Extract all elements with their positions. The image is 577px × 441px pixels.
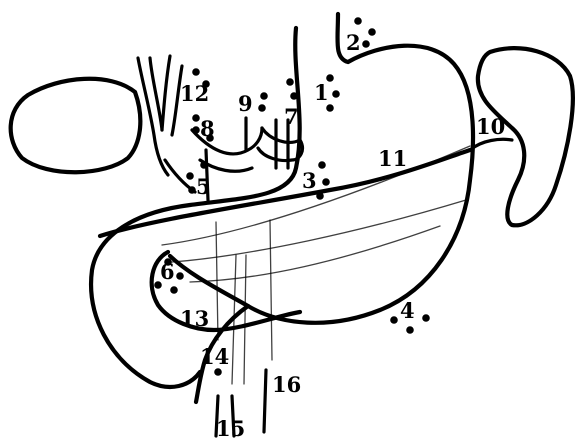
label-15: 15 — [216, 416, 245, 441]
label-6: 6 — [160, 259, 175, 284]
node-dot — [286, 78, 294, 86]
pancreas-outline — [100, 150, 470, 236]
label-3: 3 — [302, 168, 317, 193]
label-12: 12 — [180, 81, 209, 106]
liver-outline — [11, 79, 141, 173]
node-dot — [406, 326, 414, 334]
celiac-artery-loop — [258, 128, 302, 161]
node-dot — [290, 92, 298, 100]
node-dot — [186, 172, 194, 180]
mesenteric-line-4 — [270, 220, 272, 360]
label-4: 4 — [400, 298, 415, 323]
node-dot — [362, 40, 370, 48]
node-dot — [326, 104, 334, 112]
node-dot — [258, 104, 266, 112]
pancreas-inner-line-3 — [190, 226, 440, 282]
node-dot — [332, 90, 340, 98]
node-dot — [390, 316, 398, 324]
node-dot — [188, 186, 196, 194]
node-dot — [176, 272, 184, 280]
splenic-vessel — [470, 139, 512, 150]
node-dot — [200, 161, 208, 169]
node-dot — [318, 161, 326, 169]
node-dot — [260, 92, 268, 100]
vessel-16 — [264, 370, 266, 432]
node-dot — [170, 286, 178, 294]
label-13: 13 — [180, 306, 209, 331]
label-5: 5 — [196, 174, 211, 199]
label-10: 10 — [476, 114, 505, 139]
node-dot — [316, 192, 324, 200]
node-dot — [354, 17, 362, 25]
mesenteric-line-3 — [244, 255, 246, 384]
hepatic-vessel-3 — [162, 56, 170, 130]
label-7: 7 — [284, 104, 299, 129]
label-11: 11 — [378, 146, 407, 171]
label-2: 2 — [346, 30, 361, 55]
node-dot — [192, 114, 200, 122]
label-9: 9 — [238, 91, 253, 116]
node-dot — [422, 314, 430, 322]
node-dot — [192, 68, 200, 76]
node-dot — [214, 368, 222, 376]
label-8: 8 — [200, 116, 215, 141]
label-14: 14 — [200, 344, 229, 369]
node-dot — [192, 126, 200, 134]
node-dot — [322, 178, 330, 186]
label-16: 16 — [272, 372, 301, 397]
label-1: 1 — [314, 80, 329, 105]
node-dot — [368, 28, 376, 36]
